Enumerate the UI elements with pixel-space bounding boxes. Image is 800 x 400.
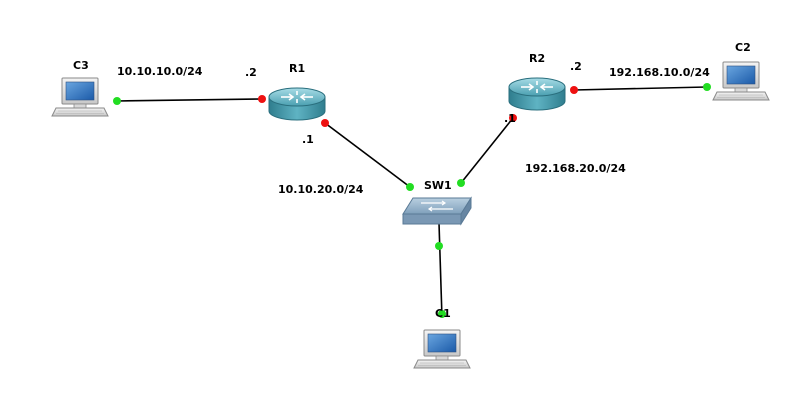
switch-sw1[interactable]: [402, 197, 472, 225]
node-label-r2: R2: [529, 52, 545, 65]
link-sw1-c1[interactable]: [438, 222, 443, 319]
status-dot: [258, 95, 266, 103]
status-dot: [435, 242, 443, 250]
link-r2-c2[interactable]: [573, 86, 708, 91]
node-label-c2: C2: [735, 41, 751, 54]
status-dot: [509, 114, 517, 122]
node-label-sw1: SW1: [424, 179, 452, 192]
router-r1[interactable]: [268, 87, 326, 121]
status-dot: [321, 119, 329, 127]
pc-c1[interactable]: [413, 329, 471, 369]
status-dot: [438, 310, 446, 318]
link-r2-sw1[interactable]: [460, 117, 514, 184]
router-r2[interactable]: [508, 77, 566, 111]
status-dot: [703, 83, 711, 91]
pc-c2[interactable]: [712, 61, 770, 101]
interface-label: .1: [302, 133, 314, 146]
node-label-r1: R1: [289, 62, 305, 75]
interface-label: .2: [570, 60, 582, 73]
interface-label: .2: [245, 66, 257, 79]
interface-label: .1: [504, 112, 516, 125]
network-label: 10.10.10.0/24: [117, 65, 203, 78]
status-dot: [113, 97, 121, 105]
link-c3-r1[interactable]: [116, 98, 263, 102]
link-r1-sw1[interactable]: [324, 122, 411, 188]
node-label-c1: C1: [435, 307, 451, 320]
status-dot: [570, 86, 578, 94]
network-label: 10.10.20.0/24: [278, 183, 364, 196]
pc-c3[interactable]: [51, 77, 109, 117]
node-label-c3: C3: [73, 59, 89, 72]
network-label: 192.168.10.0/24: [609, 66, 710, 79]
status-dot: [406, 183, 414, 191]
status-dot: [457, 179, 465, 187]
network-label: 192.168.20.0/24: [525, 162, 626, 175]
